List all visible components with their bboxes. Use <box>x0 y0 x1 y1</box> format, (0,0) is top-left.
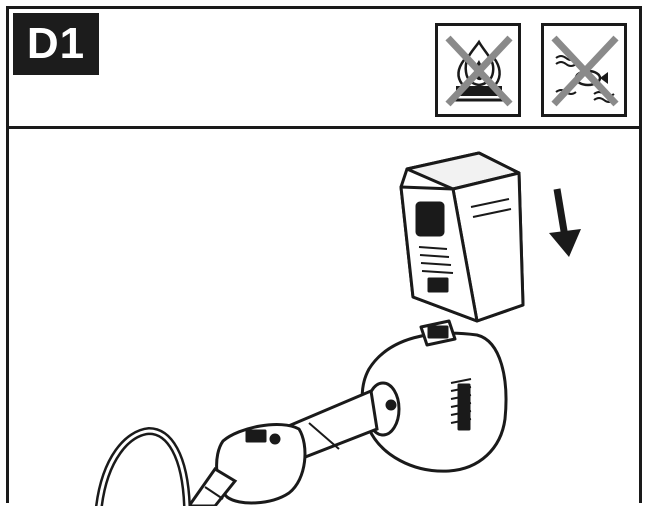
no-fire-icon <box>445 35 513 107</box>
no-water-warning <box>541 23 627 117</box>
loop-handle <box>95 426 191 510</box>
battery-insertion-illustration <box>9 129 639 510</box>
step-label: D1 <box>13 13 99 75</box>
instruction-panel: D1 <box>6 6 642 510</box>
battery-insertion-drawing <box>95 151 581 510</box>
panel-header: D1 <box>9 9 639 129</box>
no-fire-warning <box>435 23 521 117</box>
no-water-icon <box>551 35 619 107</box>
battery-pack <box>399 151 525 323</box>
tool-motor-housing <box>360 319 508 473</box>
insert-arrow-icon <box>549 188 581 257</box>
tool-handle <box>215 423 307 505</box>
